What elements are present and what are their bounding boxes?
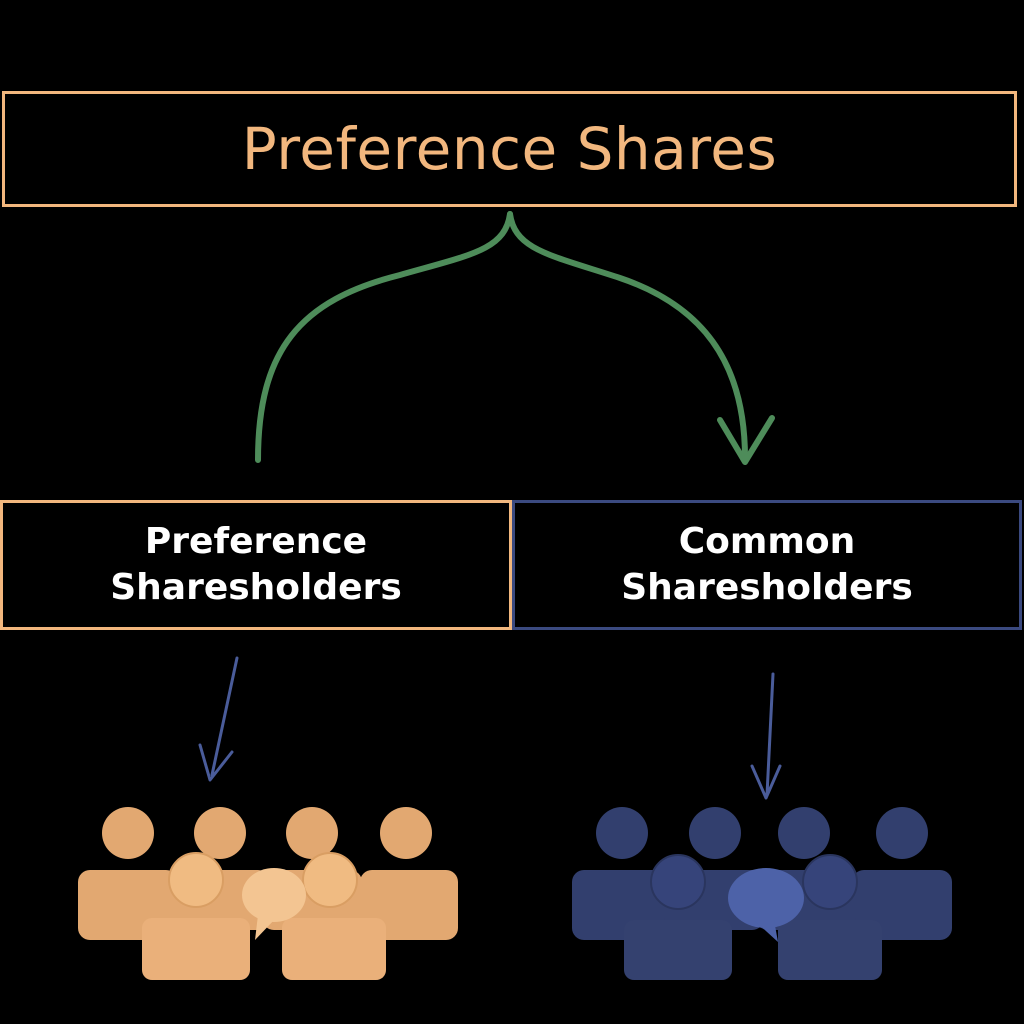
common-shareholders-label-line1: Common — [678, 521, 856, 562]
preference-shareholders-label: Preference Sharesholders — [46, 519, 466, 611]
common-shareholders-label: Common Sharesholders — [557, 519, 977, 611]
branch-arrowhead-icon — [717, 415, 775, 465]
common-shareholders-label-line2: Sharesholders — [621, 567, 913, 608]
diagram-title: Preference Shares — [241, 115, 778, 183]
speech-bubble-icon — [242, 868, 306, 940]
preference-shareholders-node: Preference Sharesholders — [0, 500, 512, 630]
speech-bubble-icon — [728, 868, 804, 942]
preference-shareholders-label-line1: Preference — [144, 521, 368, 562]
branch-connector-right — [507, 211, 748, 461]
preference-shareholders-group-icon — [78, 807, 458, 980]
common-shareholders-group-icon — [572, 807, 952, 980]
branch-connector-left — [255, 211, 513, 463]
preference-shareholders-label-line2: Sharesholders — [110, 567, 402, 608]
common-shareholders-node: Common Sharesholders — [512, 500, 1022, 630]
title-box: Preference Shares — [2, 91, 1017, 207]
left-down-arrow-icon — [198, 656, 239, 782]
right-down-arrow-icon — [750, 672, 782, 800]
